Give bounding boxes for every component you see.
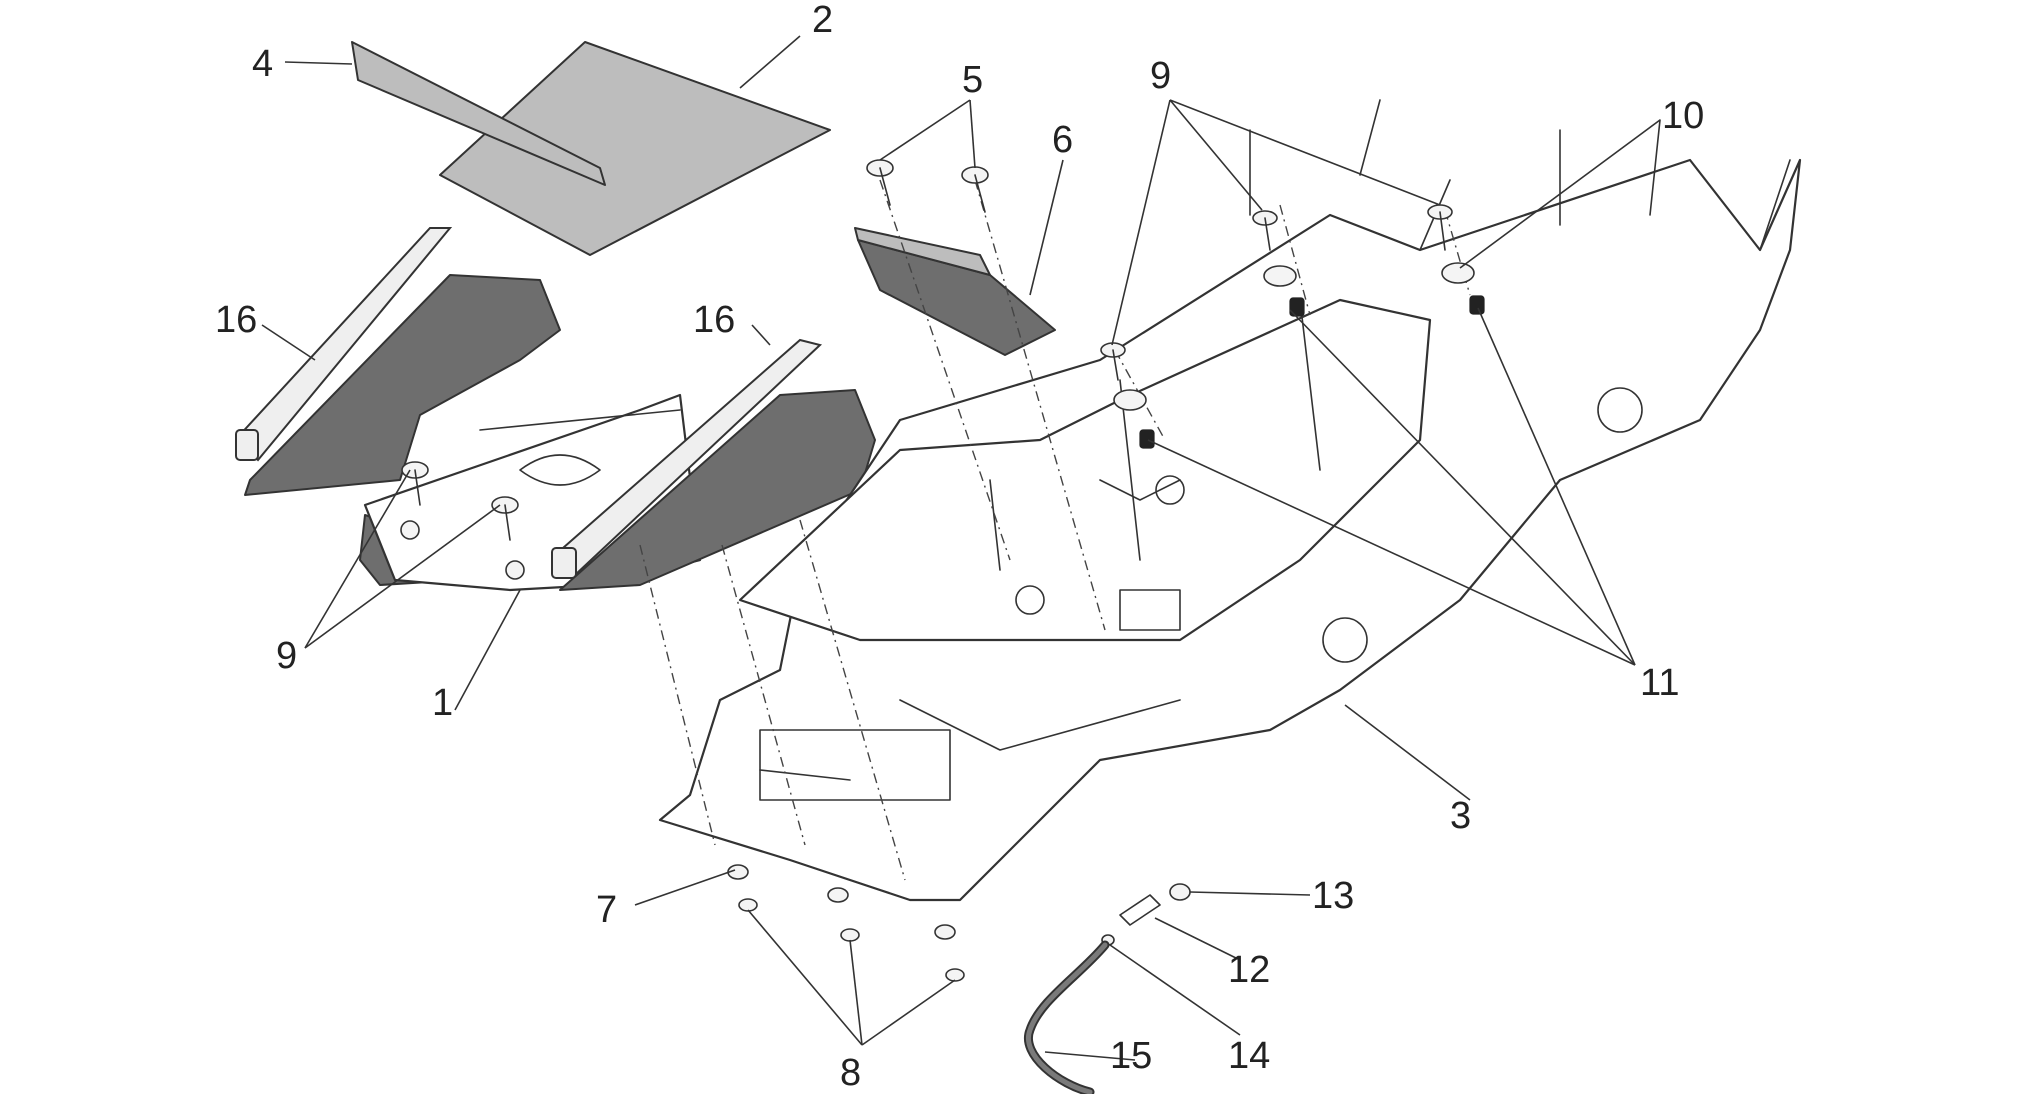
callout-8: 8 (840, 1052, 861, 1094)
callout-15: 15 (1110, 1035, 1152, 1077)
callout-10: 10 (1662, 95, 1704, 137)
callout-12: 12 (1228, 949, 1270, 991)
part-16-rail-left (235, 227, 453, 462)
nuts-11 (1139, 295, 1485, 449)
callout-16-left: 16 (215, 299, 257, 341)
callout-2: 2 (812, 0, 833, 41)
callout-9-left: 9 (276, 635, 297, 677)
callout-16-right: 16 (693, 299, 735, 341)
part-2-sheet (439, 41, 831, 256)
callout-labels: 4 2 5 6 9 10 16 16 9 1 11 3 7 13 12 15 1… (215, 0, 1704, 1094)
fasteners-7-8 (727, 864, 965, 982)
part-16-rail-right (551, 338, 823, 579)
callout-7: 7 (596, 889, 617, 931)
part-4-pad (351, 41, 606, 186)
callout-11: 11 (1640, 662, 1679, 704)
screws-9-right (1100, 204, 1453, 381)
callout-5: 5 (962, 59, 983, 101)
callout-13: 13 (1312, 875, 1354, 917)
callout-9-right: 9 (1150, 55, 1171, 97)
leader-lines (261, 35, 1661, 1061)
part-3-undertray (658, 99, 1802, 902)
part-6-bracket (854, 227, 1056, 356)
part-1-side-plate (559, 389, 876, 591)
part-15-hose (1023, 940, 1110, 1097)
screws-5 (866, 159, 989, 213)
washers (1113, 262, 1475, 411)
callout-6: 6 (1052, 119, 1073, 161)
callout-14: 14 (1228, 1035, 1270, 1077)
fittings-12-13-14 (1101, 883, 1191, 946)
callout-4: 4 (252, 43, 273, 85)
callout-3: 3 (1450, 795, 1471, 837)
callout-1: 1 (432, 682, 453, 724)
